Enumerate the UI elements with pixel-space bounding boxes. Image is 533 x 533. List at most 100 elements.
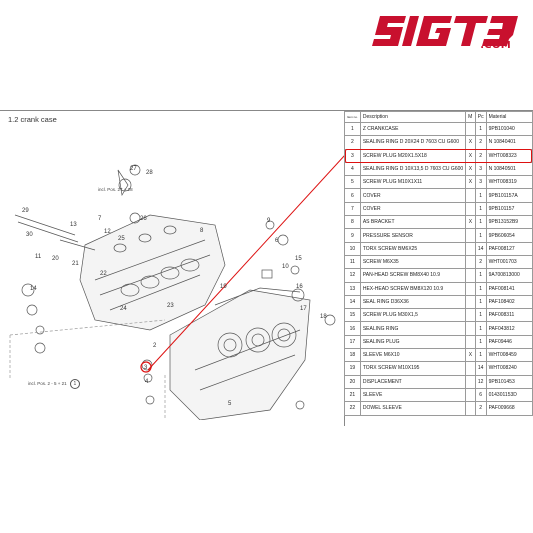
cell-mat: 9A700813000 bbox=[485, 268, 533, 283]
cell-desc: HEX-HEAD SCREW BM8X120 10.9 bbox=[359, 281, 467, 296]
callout-2: 2 bbox=[153, 343, 157, 349]
cell-desc: SLEEVE bbox=[359, 387, 467, 403]
callout-23: 23 bbox=[167, 303, 174, 309]
cell-qty: 14 bbox=[474, 241, 487, 256]
cell-no: 1 bbox=[344, 121, 361, 137]
cell-mat: WHT001703 bbox=[485, 254, 533, 270]
cell-m bbox=[465, 308, 476, 323]
cell-desc: SEALING PLUG bbox=[359, 334, 467, 350]
cell-mat: N 10840401 bbox=[485, 135, 533, 150]
cell-no: 20 bbox=[344, 374, 361, 389]
callout-18: 18 bbox=[320, 314, 327, 320]
cell-qty: 2 bbox=[474, 254, 487, 270]
cell-no: 10 bbox=[344, 241, 361, 256]
brand-domain: .COM bbox=[480, 40, 511, 51]
callout-3: 3 bbox=[144, 365, 148, 371]
cell-desc: DISPLACEMENT bbox=[359, 374, 467, 389]
cell-m bbox=[465, 361, 476, 376]
crankcase-lower-half bbox=[169, 289, 311, 420]
cell-m: X bbox=[465, 348, 476, 363]
header-m: M bbox=[465, 111, 476, 123]
cell-mat: 014301153D bbox=[485, 387, 533, 403]
cell-mat: 9PB606054 bbox=[485, 228, 533, 243]
cell-no: 16 bbox=[344, 321, 361, 336]
callout-10: 10 bbox=[282, 264, 289, 270]
cell-qty: 1 bbox=[474, 321, 487, 336]
cell-desc: DOWEL SLEEVE bbox=[359, 401, 467, 416]
cell-mat: PAF008127 bbox=[485, 241, 533, 256]
cell-no: 8 bbox=[344, 215, 361, 230]
cell-m bbox=[465, 387, 476, 403]
callout-30: 30 bbox=[26, 232, 33, 238]
callout-11: 11 bbox=[35, 254, 42, 260]
cell-no: 13 bbox=[344, 281, 361, 296]
cell-qty: 1 bbox=[474, 188, 487, 203]
callout-9: 9 bbox=[267, 218, 271, 224]
cell-desc: TORX SCREW M10X195 bbox=[359, 361, 467, 376]
cell-qty: 1 bbox=[474, 228, 487, 243]
cell-qty: 14 bbox=[474, 361, 487, 376]
cell-m bbox=[465, 401, 476, 416]
cell-qty: 1 bbox=[474, 308, 487, 323]
callout-25: 25 bbox=[118, 236, 125, 242]
cell-mat: PAF009668 bbox=[485, 401, 533, 416]
cell-desc: SEAL RING D36X36 bbox=[359, 294, 467, 310]
cell-m: X bbox=[465, 161, 476, 177]
cell-no: 19 bbox=[344, 361, 361, 376]
cell-no: 15 bbox=[344, 308, 361, 323]
callout-8: 8 bbox=[200, 228, 204, 234]
cell-mat: WHT008459 bbox=[485, 348, 533, 363]
cell-desc: SEALING RING D 10X13,5 D 7603 CU G600 bbox=[359, 161, 467, 177]
callout-28: 28 bbox=[146, 170, 153, 176]
cell-no: 22 bbox=[344, 401, 361, 416]
cell-no: 18 bbox=[344, 348, 361, 363]
cell-m bbox=[465, 334, 476, 350]
callout-4: 4 bbox=[145, 379, 149, 385]
cell-no: 6 bbox=[344, 188, 361, 203]
cell-desc: SCREW PLUG M10X1X11 bbox=[359, 175, 467, 190]
parts-table-header: Item no. Description M Pc Material bbox=[344, 111, 533, 123]
cell-qty: 2 bbox=[474, 401, 487, 416]
callout-29: 29 bbox=[22, 208, 29, 214]
cell-desc: SLEEVE M6X10 bbox=[359, 348, 467, 363]
long-bolt bbox=[14, 214, 79, 243]
cell-desc: SCREW PLUG M30X1,5 bbox=[359, 308, 467, 323]
cell-m bbox=[465, 281, 476, 296]
cell-qty: 1 bbox=[474, 348, 487, 363]
cell-m bbox=[465, 188, 476, 203]
cell-qty: 1 bbox=[474, 268, 487, 283]
cell-mat: N 10840501 bbox=[485, 161, 533, 177]
callout-20: 20 bbox=[52, 256, 59, 262]
cell-desc: SCREW M6X35 bbox=[359, 254, 467, 270]
callout-15: 15 bbox=[295, 256, 302, 262]
cell-qty: 2 bbox=[474, 135, 487, 150]
cell-no: 5 bbox=[344, 175, 361, 190]
cell-mat: PAF043812 bbox=[485, 321, 533, 336]
callout-7: 7 bbox=[98, 216, 102, 222]
cell-desc: TORX SCREW BM6X25 bbox=[359, 241, 467, 256]
incl-note-top: incl. Pos. 27 + 28 bbox=[98, 187, 133, 192]
